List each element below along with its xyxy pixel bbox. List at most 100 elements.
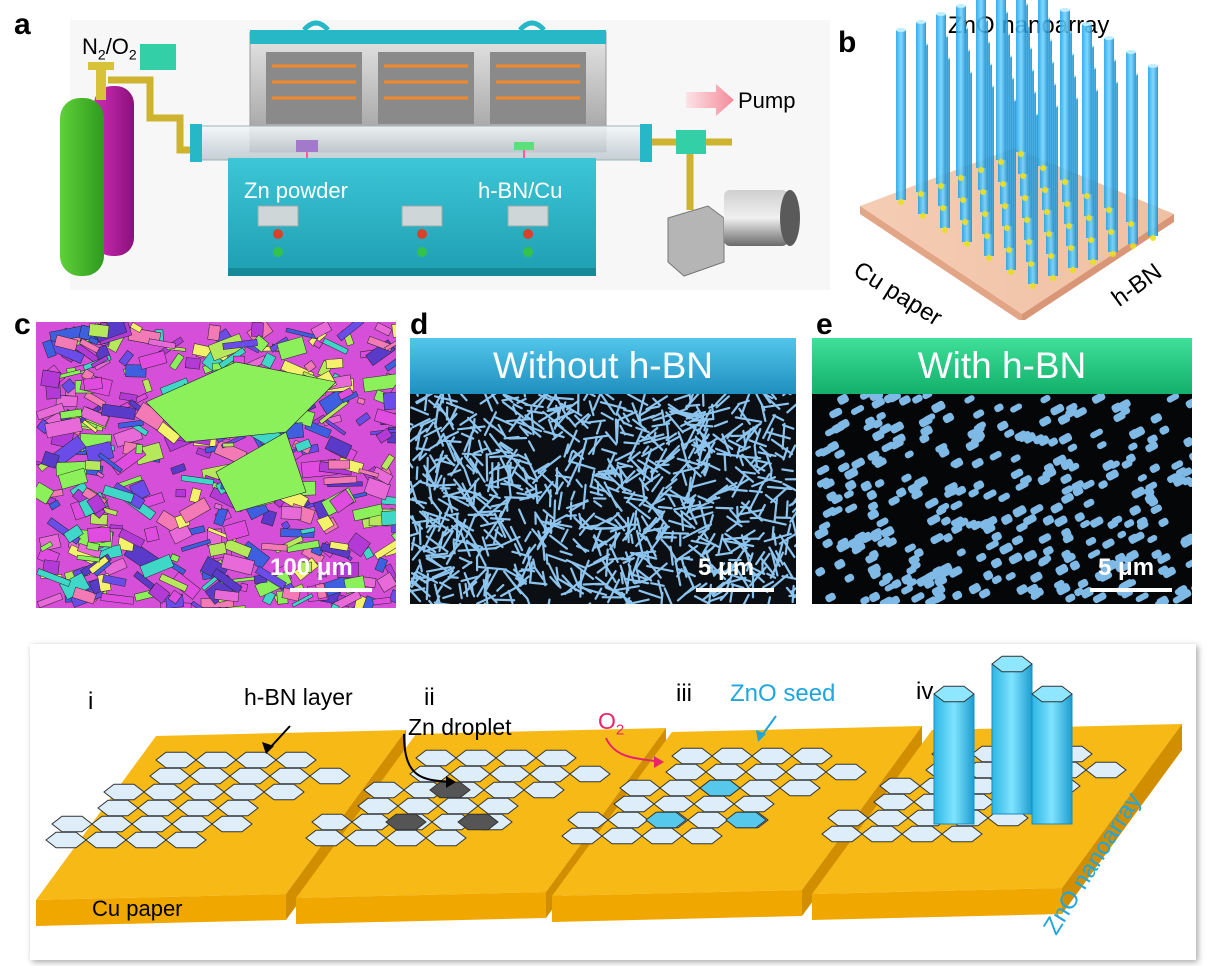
nanowire	[675, 556, 691, 562]
nanowire	[735, 424, 759, 443]
nanowire	[428, 599, 434, 604]
nanowire	[578, 559, 590, 587]
grain	[213, 502, 223, 510]
nanowire	[595, 421, 602, 435]
hbn-hexagon	[131, 815, 173, 833]
zno-seed-label: ZnO seed	[730, 680, 836, 707]
nanorod-top-view	[837, 537, 849, 547]
nanorod-top-view	[989, 450, 1002, 461]
nanowire	[788, 444, 796, 458]
nanorod-top-view	[879, 423, 893, 435]
grain	[384, 353, 396, 372]
grain	[88, 336, 99, 346]
seed-dot	[920, 213, 926, 219]
nanorod-top-view	[990, 557, 1003, 569]
nanowire	[763, 532, 792, 543]
nanorod-top-view	[834, 559, 846, 570]
nanowire	[635, 529, 644, 556]
nanorod-top-view	[1162, 566, 1176, 579]
nanorod-top-view	[979, 519, 991, 530]
nanorod-top-view	[971, 458, 984, 469]
grain	[195, 447, 212, 459]
nanowire	[443, 486, 451, 499]
nanowire	[505, 496, 509, 512]
nanowire	[459, 394, 468, 402]
grain	[144, 526, 160, 543]
nanowire	[767, 427, 774, 442]
nanowire	[524, 414, 545, 431]
nanorod-top	[896, 28, 906, 32]
grain	[170, 463, 187, 475]
nanowire	[447, 394, 454, 407]
seed-dot	[982, 211, 988, 217]
nanorod-top-view	[964, 395, 975, 404]
nanowire	[593, 540, 607, 549]
nanowire	[676, 457, 703, 467]
plate-front	[36, 894, 286, 926]
nanowire	[410, 489, 414, 495]
grain	[54, 334, 79, 352]
nanorod-top-view	[881, 441, 895, 453]
nanowire	[688, 479, 717, 489]
nanowire	[538, 407, 562, 423]
nanowire	[437, 505, 451, 532]
grain	[119, 392, 138, 403]
nanowire	[524, 487, 536, 494]
nanowire	[690, 539, 711, 546]
nanowire	[555, 566, 560, 581]
nanowire	[512, 469, 534, 489]
nanowire	[625, 491, 636, 504]
nanorod-top-view	[815, 567, 826, 577]
nanowire	[542, 520, 562, 534]
seed-dot	[1108, 229, 1114, 235]
seed-dot	[986, 255, 992, 261]
grain	[97, 452, 123, 473]
nanorod-top-view	[1010, 403, 1023, 413]
nanorod	[956, 6, 966, 176]
grain	[325, 419, 347, 436]
nanorod-top-view	[931, 584, 946, 597]
hbn-hexagon	[177, 799, 219, 817]
nanowire	[770, 486, 789, 504]
nanorod-top-view	[983, 489, 997, 500]
hbn-hexagon	[619, 779, 661, 797]
nanorod	[1038, 0, 1048, 166]
seed-dot	[1004, 225, 1010, 231]
nanorod-top-view	[867, 509, 880, 520]
nanorod-top-view	[888, 496, 900, 506]
nanowire	[622, 529, 633, 542]
nanowire	[443, 523, 459, 537]
nanorod-top-view	[1050, 403, 1065, 416]
nanowire	[724, 563, 733, 573]
nanorod-top-view	[870, 528, 883, 539]
hbn-hexagon	[613, 795, 655, 813]
grain	[207, 324, 221, 341]
nanowire	[438, 526, 449, 545]
nanowire	[772, 414, 785, 422]
nanowire	[547, 418, 556, 438]
nanorod-top-view	[913, 548, 924, 558]
nanowire	[657, 579, 664, 597]
nanowire	[544, 512, 549, 527]
seed-dot	[1028, 261, 1034, 267]
hbn-hexagon	[51, 815, 93, 833]
nanorod-top	[936, 12, 946, 16]
grain	[356, 397, 366, 405]
nanowire	[615, 419, 620, 444]
nanorod-top-view	[904, 543, 916, 553]
hbn-hexagon	[785, 763, 827, 781]
grain	[372, 596, 392, 606]
nanowire	[481, 536, 490, 557]
nanorod-top-view	[942, 412, 955, 424]
nanowire	[783, 561, 794, 579]
grain	[329, 489, 355, 514]
nanorod	[976, 0, 986, 168]
grain	[371, 466, 394, 486]
seed-dot	[898, 199, 904, 205]
nanowire	[696, 459, 708, 467]
nanowire	[640, 515, 650, 528]
nanorod-top-view	[1131, 486, 1146, 499]
nanorod-top-view	[867, 450, 880, 461]
grain	[298, 561, 312, 573]
nanorod-top-view	[904, 450, 914, 459]
